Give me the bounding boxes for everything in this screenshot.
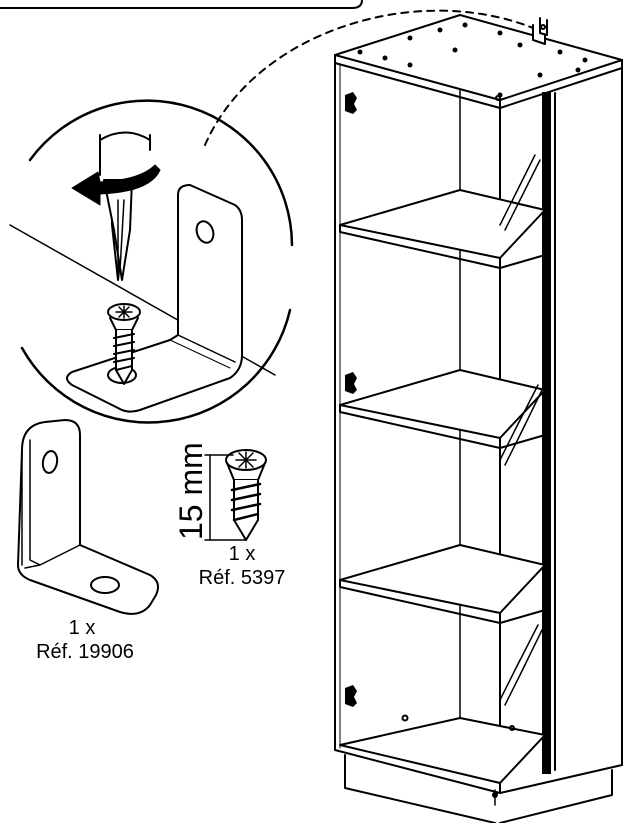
bracket-quantity: 1 x xyxy=(68,617,96,639)
screw-quantity: 1 x xyxy=(228,543,256,565)
screw-part-drawing xyxy=(204,449,267,541)
screwdriver-icon xyxy=(99,131,151,281)
rotation-arrow-icon xyxy=(71,164,161,206)
bracket-part-drawing xyxy=(17,419,159,615)
bracket-reference: Réf. 19906 xyxy=(36,641,134,663)
screw-length-label: 15 mm xyxy=(173,442,209,540)
header-frame xyxy=(0,0,363,9)
glass-reflection xyxy=(499,154,543,706)
hinges xyxy=(345,92,357,707)
cabinet-icon xyxy=(334,14,623,823)
angle-bracket-icon xyxy=(66,184,243,413)
screw-reference: Réf. 5397 xyxy=(198,567,286,589)
screw-icon xyxy=(107,303,141,385)
